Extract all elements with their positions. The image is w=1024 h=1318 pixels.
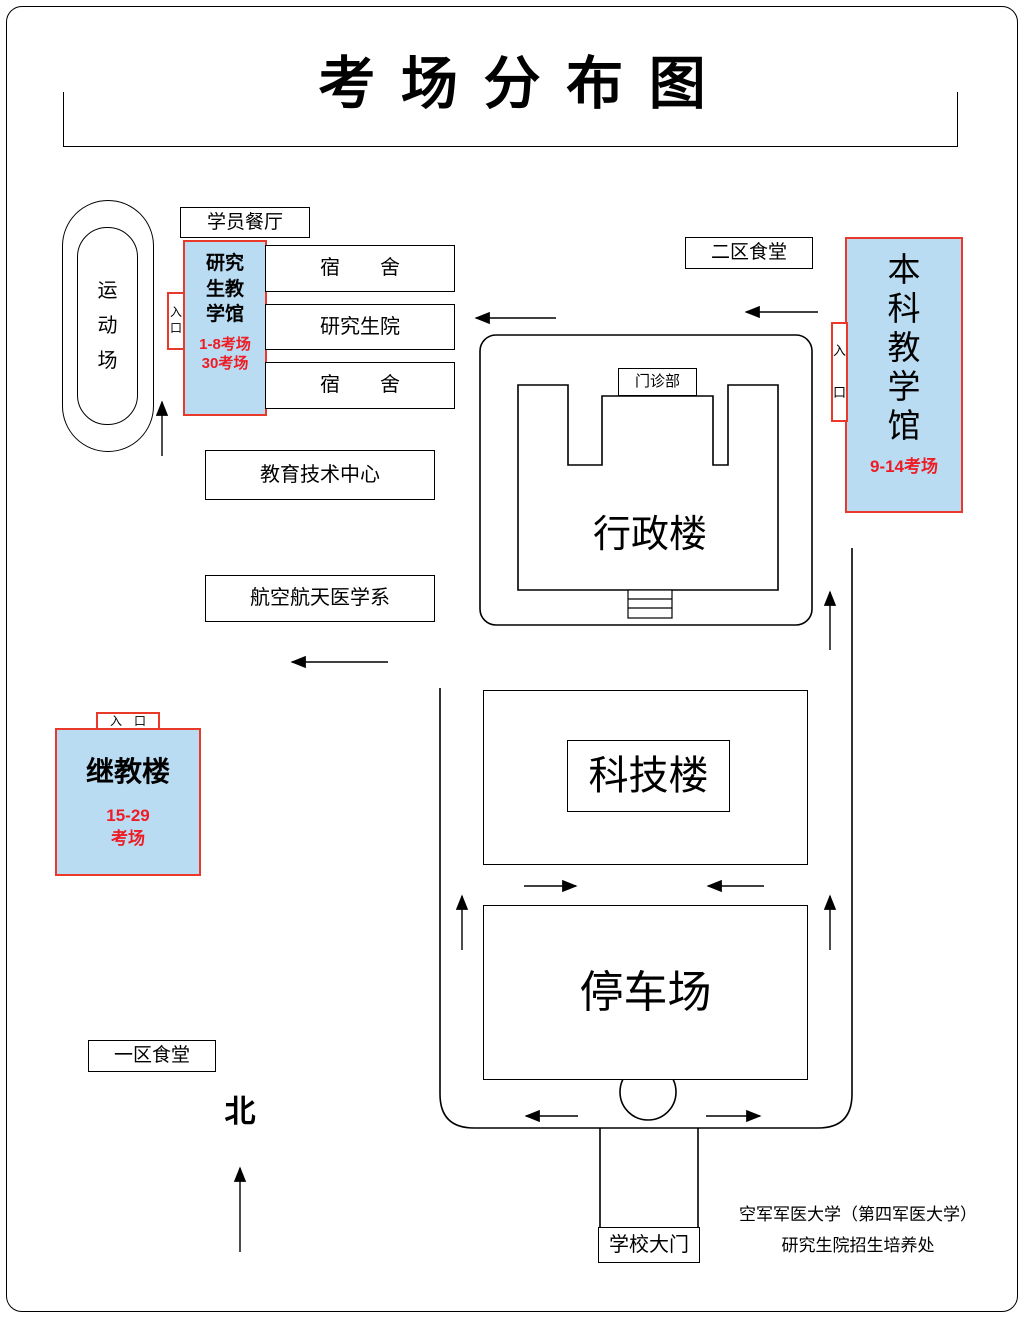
gate-road [599,1128,699,1227]
compass-north-label: 北 [224,1093,256,1129]
building-dorm-bottom: 宿 舍 [265,362,455,409]
footer-credit: 空军军医大学（第四军医大学） 研究生院招生培养处 [706,1200,1010,1261]
traffic-flow-arrows [155,305,837,1252]
building-school-gate: 学校大门 [598,1227,700,1263]
admin-stairs [627,589,673,619]
exam-site-undergrad-teaching: 本 科 教 学 馆 9-14考场 [845,237,963,513]
page-title: 考场分布图 [318,52,732,116]
building-canteen-1: 一区食堂 [88,1040,216,1072]
admin-ring-road [479,334,813,626]
exam-site-continuing-edu: 继教楼 15-29 考场 [55,728,201,876]
continuing-edu-entrance: 入 口 [96,712,160,730]
building-edu-tech-center: 教育技术中心 [205,450,435,500]
main-road [439,548,853,1129]
grad-teaching-entrance: 入 口 [167,292,185,350]
footer-line2: 研究生院招生培养处 [781,1235,935,1255]
building-admin-label: 行政楼 [592,514,707,557]
undergrad-teaching-entrance: 入 口 [831,322,848,422]
building-clinic: 门诊部 [618,368,697,396]
building-grad-school: 研究生院 [265,304,455,350]
admin-building-outline [517,384,779,591]
building-canteen-2: 二区食堂 [685,237,813,269]
grad-teaching-rooms: 1-8考场 30考场 [199,335,251,373]
building-xueyuan-canteen: 学员餐厅 [180,207,310,238]
continuing-edu-rooms: 15-29 考场 [106,806,150,848]
building-sports-field: 运 动 场 [77,227,138,425]
undergrad-teaching-name: 本 科 教 学 馆 [887,251,921,444]
building-aerospace-medicine: 航空航天医学系 [205,575,435,622]
exam-site-grad-teaching: 研究 生教 学馆 1-8考场 30考场 [183,240,267,416]
undergrad-teaching-rooms: 9-14考场 [869,456,939,476]
footer-line1: 空军军医大学（第四军医大学） [739,1205,977,1224]
building-scitech-label: 科技楼 [567,740,730,812]
building-parking-lot: 停车场 [483,905,808,1080]
title-underline [63,92,958,147]
continuing-edu-name: 继教楼 [85,756,170,788]
building-dorm-top: 宿 舍 [265,245,455,292]
grad-teaching-name: 研究 生教 学馆 [205,253,244,326]
